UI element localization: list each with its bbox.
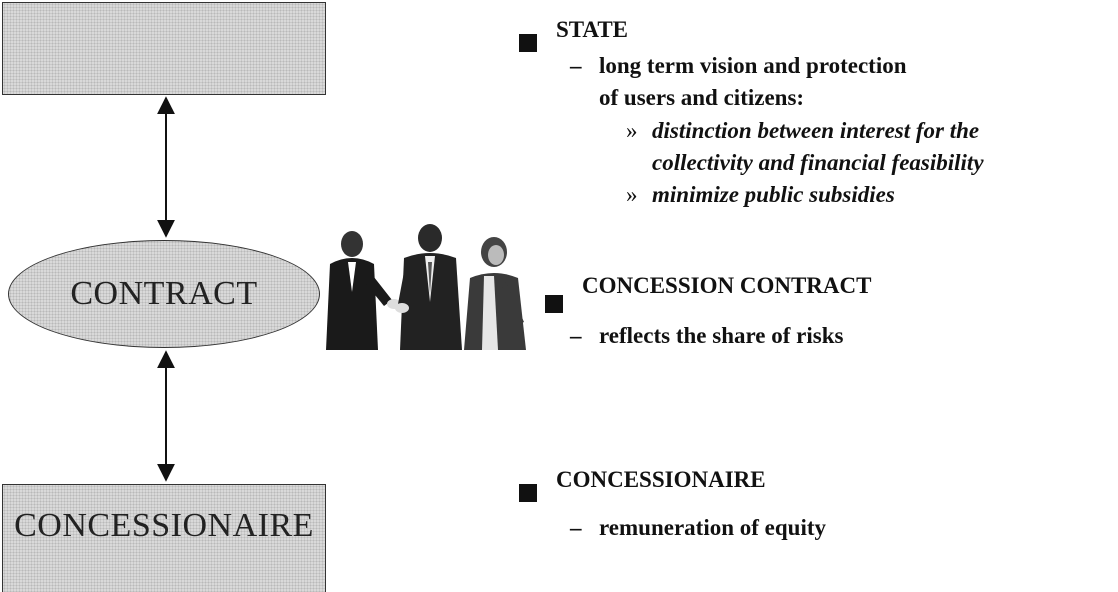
state-subitem-1-line-2: collectivity and financial feasibility	[652, 150, 984, 175]
square-bullet-icon	[519, 484, 537, 502]
square-bullet-icon	[519, 34, 537, 52]
state-subitem-1-line-1: »distinction between interest for the	[626, 118, 980, 143]
subbullet-icon: »	[626, 118, 638, 143]
concessionaire-box: CONCESSIONAIRE	[2, 484, 326, 592]
state-box	[2, 2, 326, 95]
state-subitem-2: »minimize public subsidies	[626, 182, 895, 207]
concessionaire-item: –remuneration of equity	[570, 515, 827, 540]
square-bullet-icon	[545, 295, 563, 313]
concession-contract-item: –reflects the share of risks	[570, 323, 844, 348]
state-item-line-1: –long term vision and protection	[570, 53, 907, 78]
state-heading: STATE	[556, 17, 629, 42]
contract-ellipse: CONTRACT	[8, 240, 320, 348]
dash-bullet: –	[570, 515, 582, 540]
dash-bullet: –	[570, 323, 582, 348]
concession-contract-heading: CONCESSION CONTRACT	[582, 273, 872, 298]
concessionaire-heading: CONCESSIONAIRE	[556, 467, 766, 492]
businessman-middle-figure	[395, 224, 462, 350]
contract-label: CONTRACT	[70, 275, 258, 312]
business-people-clipart	[326, 224, 526, 350]
businesswoman-figure	[464, 237, 526, 350]
businessman-left-figure	[326, 231, 401, 350]
dash-bullet: –	[570, 53, 582, 78]
concessionaire-box-label: CONCESSIONAIRE	[14, 507, 314, 544]
state-item-line-2: of users and citizens:	[599, 85, 805, 110]
subbullet-icon: »	[626, 182, 638, 207]
